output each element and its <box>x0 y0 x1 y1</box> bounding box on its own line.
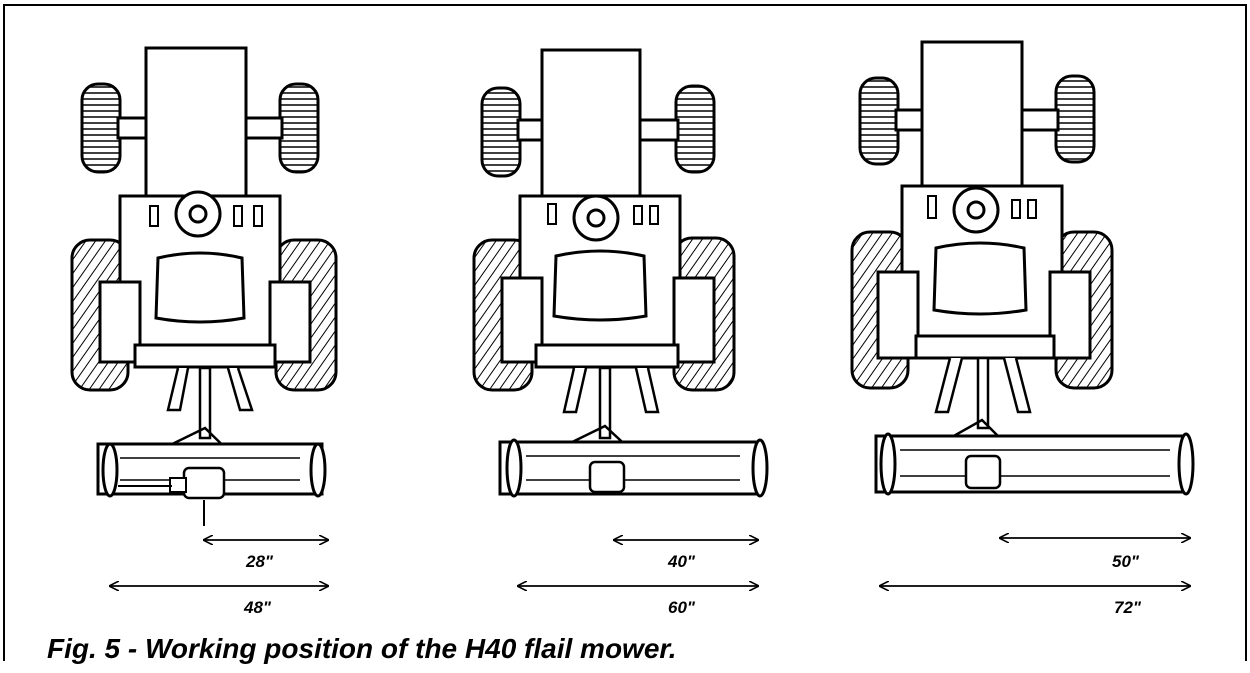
width-label-2: 60" <box>668 598 695 617</box>
tractor-drawing-2 <box>472 48 769 498</box>
tractor-drawing-1 <box>70 46 338 526</box>
offset-label-3: 50" <box>1112 552 1139 571</box>
offset-label-1: 28" <box>246 552 273 571</box>
offset-label-2: 40" <box>668 552 695 571</box>
tractor-drawing-3 <box>850 40 1195 496</box>
figure-caption: Fig. 5 - Working position of the H40 fla… <box>47 633 677 664</box>
width-label-1: 48" <box>244 598 271 617</box>
width-label-3: 72" <box>1114 598 1141 617</box>
